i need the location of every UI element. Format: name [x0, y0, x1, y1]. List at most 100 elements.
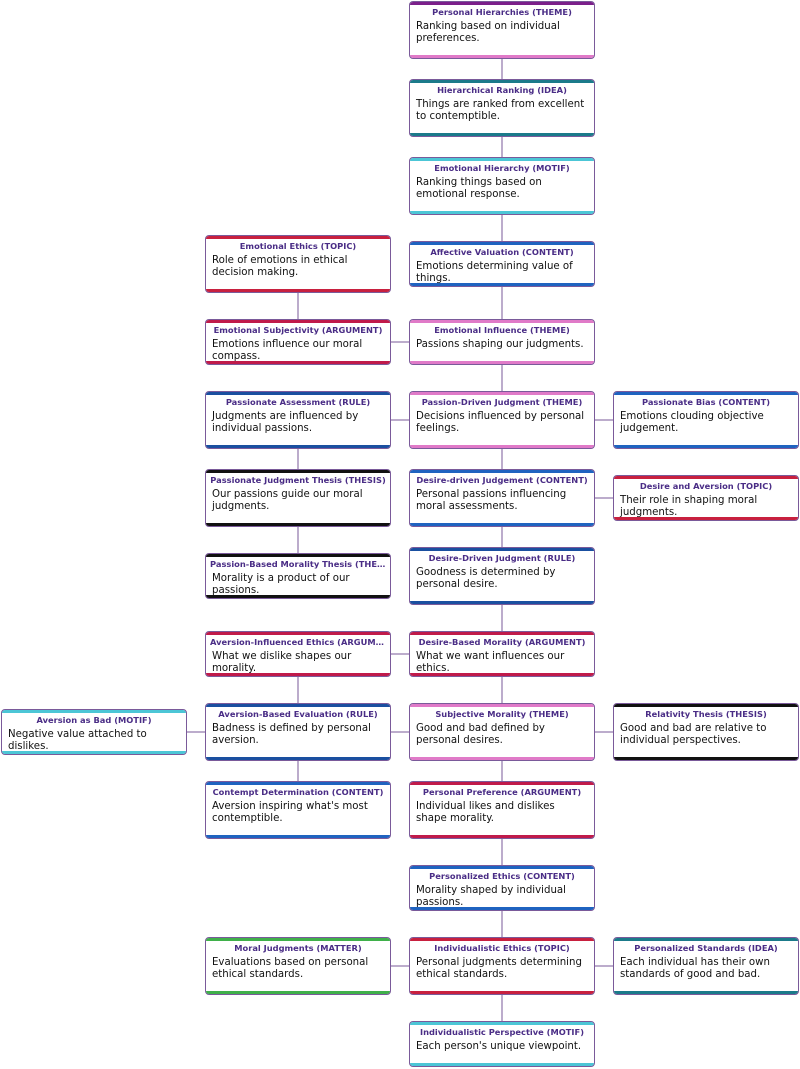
node-title: Passionate Judgment Thesis (THESIS): [210, 475, 386, 485]
node-bottom-bar: [206, 523, 390, 526]
node-title: Emotional Hierarchy (MOTIF): [434, 163, 570, 173]
node-description: Individual likes and dislikes shape mora…: [416, 801, 555, 824]
node-top-bar: [2, 710, 186, 713]
node-aversion-based-evaluation[interactable]: Aversion-Based Evaluation (RULE) Badness…: [205, 703, 391, 761]
node-top-bar: [410, 938, 594, 941]
node-bottom-bar: [206, 595, 390, 598]
node-bottom-bar: [410, 361, 594, 364]
node-top-bar: [410, 320, 594, 323]
node-description: Badness is defined by personal aversion.: [212, 723, 371, 746]
node-description: Emotions clouding objective judgement.: [620, 411, 764, 434]
node-title: Emotional Subjectivity (ARGUMENT): [213, 325, 383, 335]
node-desire-based-morality[interactable]: Desire-Based Morality (ARGUMENT) What we…: [409, 631, 595, 677]
node-bottom-bar: [614, 445, 798, 448]
node-affective-valuation[interactable]: Affective Valuation (CONTENT) Emotions d…: [409, 241, 595, 287]
node-bottom-bar: [410, 907, 594, 910]
node-top-bar: [410, 866, 594, 869]
node-aversion-influenced-ethics[interactable]: Aversion-Influenced Ethics (ARGUMEN... W…: [205, 631, 391, 677]
node-emotional-subjectivity[interactable]: Emotional Subjectivity (ARGUMENT) Emotio…: [205, 319, 391, 365]
node-description: Each person's unique viewpoint.: [416, 1041, 582, 1052]
node-individualistic-perspective[interactable]: Individualistic Perspective (MOTIF) Each…: [409, 1021, 595, 1067]
node-title: Individualistic Perspective (MOTIF): [420, 1027, 584, 1037]
node-desire-and-aversion[interactable]: Desire and Aversion (TOPIC) Their role i…: [613, 475, 799, 521]
node-description: Good and bad defined by personal desires…: [416, 723, 545, 746]
node-personal-hierarchies[interactable]: Personal Hierarchies (THEME) Ranking bas…: [409, 1, 595, 59]
node-title: Personal Preference (ARGUMENT): [422, 787, 582, 797]
node-bottom-bar: [410, 835, 594, 838]
node-personalized-standards[interactable]: Personalized Standards (IDEA) Each indiv…: [613, 937, 799, 995]
node-title: Desire-Driven Judgment (RULE): [428, 553, 576, 563]
node-personal-preference[interactable]: Personal Preference (ARGUMENT) Individua…: [409, 781, 595, 839]
node-relativity-thesis[interactable]: Relativity Thesis (THESIS) Good and bad …: [613, 703, 799, 761]
node-top-bar: [614, 938, 798, 941]
node-top-bar: [410, 158, 594, 161]
node-top-bar: [410, 704, 594, 707]
node-title: Aversion-Based Evaluation (RULE): [218, 709, 378, 719]
node-top-bar: [410, 548, 594, 551]
node-description: Morality shaped by individual passions.: [416, 885, 566, 908]
node-emotional-hierarchy[interactable]: Emotional Hierarchy (MOTIF) Ranking thin…: [409, 157, 595, 215]
node-title: Emotional Influence (THEME): [434, 325, 570, 335]
node-individualistic-ethics[interactable]: Individualistic Ethics (TOPIC) Personal …: [409, 937, 595, 995]
node-top-bar: [410, 2, 594, 5]
node-top-bar: [206, 470, 390, 473]
node-description: Ranking based on individual preferences.: [416, 21, 560, 44]
node-contempt-determination[interactable]: Contempt Determination (CONTENT) Aversio…: [205, 781, 391, 839]
node-title: Moral Judgments (MATTER): [234, 943, 362, 953]
node-bottom-bar: [410, 673, 594, 676]
node-hierarchical-ranking[interactable]: Hierarchical Ranking (IDEA) Things are r…: [409, 79, 595, 137]
node-description: Ranking things based on emotional respon…: [416, 177, 542, 200]
node-title: Desire and Aversion (TOPIC): [639, 481, 773, 491]
node-bottom-bar: [614, 991, 798, 994]
node-bottom-bar: [206, 991, 390, 994]
node-description: Role of emotions in ethical decision mak…: [212, 255, 348, 278]
node-passionate-assessment[interactable]: Passionate Assessment (RULE) Judgments a…: [205, 391, 391, 449]
node-top-bar: [614, 476, 798, 479]
node-top-bar: [410, 392, 594, 395]
node-bottom-bar: [614, 517, 798, 520]
node-bottom-bar: [206, 289, 390, 292]
node-subjective-morality[interactable]: Subjective Morality (THEME) Good and bad…: [409, 703, 595, 761]
node-bottom-bar: [410, 757, 594, 760]
node-title: Aversion-Influenced Ethics (ARGUMEN...: [210, 637, 390, 647]
node-description: Each individual has their own standards …: [620, 957, 770, 980]
node-passion-based-morality-thesis[interactable]: Passion-Based Morality Thesis (THESIS) M…: [205, 553, 391, 599]
node-passionate-bias[interactable]: Passionate Bias (CONTENT) Emotions cloud…: [613, 391, 799, 449]
node-emotional-ethics[interactable]: Emotional Ethics (TOPIC) Role of emotion…: [205, 235, 391, 293]
node-top-bar: [206, 938, 390, 941]
node-title: Desire-Based Morality (ARGUMENT): [418, 637, 586, 647]
node-bottom-bar: [410, 991, 594, 994]
node-desire-driven-judgement[interactable]: Desire-driven Judgement (CONTENT) Person…: [409, 469, 595, 527]
node-aversion-as-bad[interactable]: Aversion as Bad (MOTIF) Negative value a…: [1, 709, 187, 755]
node-emotional-influence[interactable]: Emotional Influence (THEME) Passions sha…: [409, 319, 595, 365]
node-top-bar: [206, 554, 390, 557]
node-bottom-bar: [206, 361, 390, 364]
node-bottom-bar: [206, 445, 390, 448]
node-top-bar: [206, 632, 390, 635]
node-desire-driven-judgment-rule[interactable]: Desire-Driven Judgment (RULE) Goodness i…: [409, 547, 595, 605]
node-bottom-bar: [206, 673, 390, 676]
node-description: Aversion inspiring what's most contempti…: [212, 801, 368, 824]
node-top-bar: [206, 782, 390, 785]
node-personalized-ethics[interactable]: Personalized Ethics (CONTENT) Morality s…: [409, 865, 595, 911]
node-top-bar: [410, 1022, 594, 1025]
node-title: Passion-Based Morality Thesis (THESIS): [210, 559, 390, 569]
node-top-bar: [206, 236, 390, 239]
node-title: Aversion as Bad (MOTIF): [36, 715, 152, 725]
node-description: Judgments are influenced by individual p…: [212, 411, 359, 434]
node-bottom-bar: [410, 1063, 594, 1066]
node-title: Passion-Driven Judgment (THEME): [421, 397, 583, 407]
node-title: Passionate Bias (CONTENT): [641, 397, 771, 407]
node-passionate-judgment-thesis[interactable]: Passionate Judgment Thesis (THESIS) Our …: [205, 469, 391, 527]
node-bottom-bar: [206, 757, 390, 760]
node-description: Evaluations based on personal ethical st…: [212, 957, 369, 980]
node-description: Good and bad are relative to individual …: [620, 723, 767, 746]
node-description: Morality is a product of our passions.: [212, 573, 350, 596]
node-moral-judgments[interactable]: Moral Judgments (MATTER) Evaluations bas…: [205, 937, 391, 995]
node-description: What we dislike shapes our morality.: [212, 651, 352, 674]
node-title: Hierarchical Ranking (IDEA): [437, 85, 567, 95]
node-title: Subjective Morality (THEME): [435, 709, 569, 719]
node-description: Personal passions influencing moral asse…: [416, 489, 567, 512]
node-passion-driven-judgment[interactable]: Passion-Driven Judgment (THEME) Decision…: [409, 391, 595, 449]
